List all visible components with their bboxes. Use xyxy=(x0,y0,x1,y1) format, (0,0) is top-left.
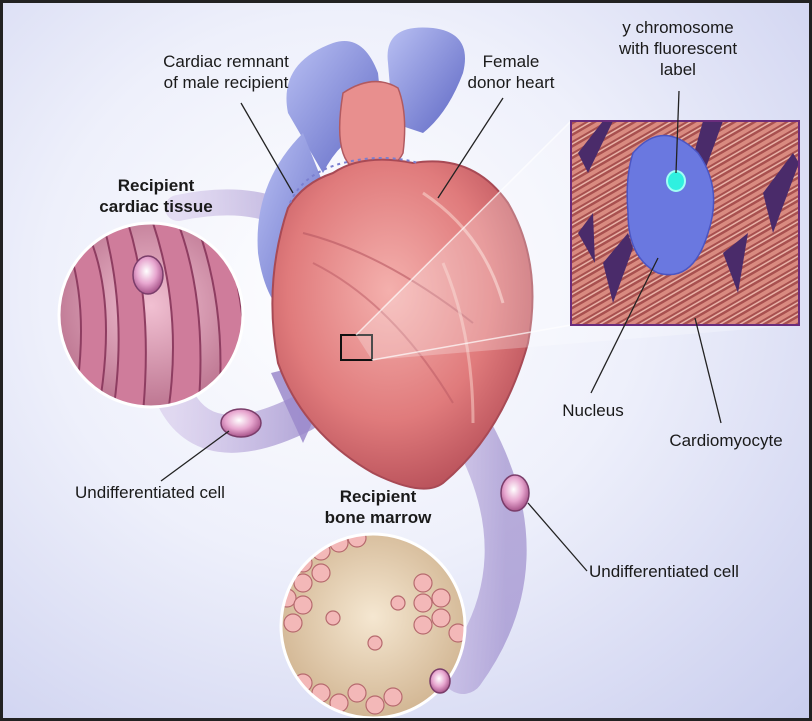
leader-undiff-right xyxy=(528,503,587,571)
undifferentiated-cell-right xyxy=(501,475,529,511)
label-female-donor-heart: Female donor heart xyxy=(443,51,579,93)
fluorescent-label-spot xyxy=(667,171,685,191)
label-undifferentiated-cell-left: Undifferentiated cell xyxy=(25,482,275,503)
label-nucleus: Nucleus xyxy=(548,400,638,421)
label-cardiac-remnant: Cardiac remnant of male recipient xyxy=(131,51,321,93)
illustration xyxy=(3,3,812,721)
label-cardiomyocyte: Cardiomyocyte xyxy=(651,430,801,451)
label-recipient-cardiac-tissue: Recipient cardiac tissue xyxy=(81,175,231,217)
label-recipient-bone-marrow: Recipient bone marrow xyxy=(293,486,463,528)
cardiac-tissue-circle xyxy=(59,223,248,413)
undifferentiated-cell-bottom xyxy=(430,669,450,693)
leader-cardiac-remnant xyxy=(241,103,293,193)
label-y-chromosome: y chromosome with fluorescent label xyxy=(593,17,763,80)
leader-cardiomyocyte xyxy=(695,318,721,423)
label-undifferentiated-cell-right: Undifferentiated cell xyxy=(589,561,809,582)
